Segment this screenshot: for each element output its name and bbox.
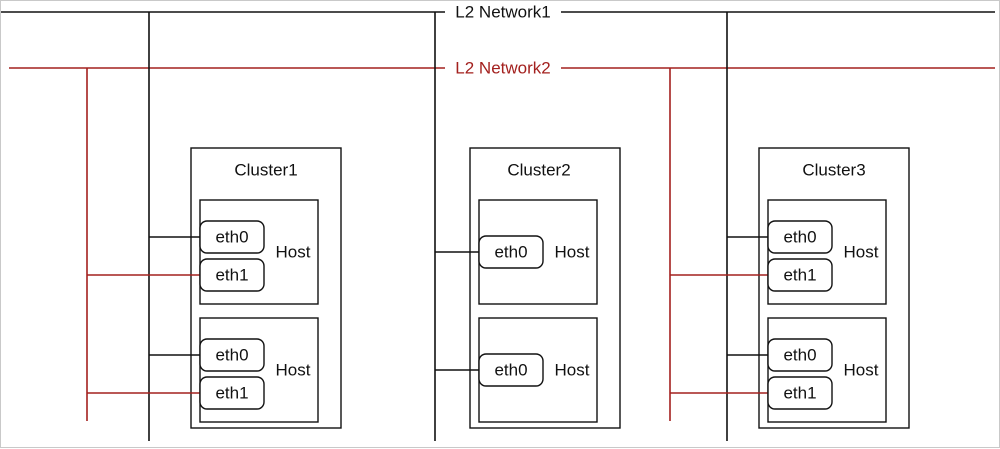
cluster-2-host-1-label: Host (555, 243, 590, 262)
cluster-2-host-1-eth0-nic (478, 235, 544, 269)
cluster-2-host-2-label: Host (555, 361, 590, 380)
cluster-2-host-2-eth0-label: eth0 (494, 361, 527, 380)
cluster-1-host-1-eth0-nic (199, 220, 265, 254)
cluster-2-host-2-eth0-nic (478, 353, 544, 387)
cluster-1-host-2-eth1-label: eth1 (215, 384, 248, 403)
cluster-3-label: Cluster3 (802, 161, 865, 180)
cluster-1-host-2-eth0-label: eth0 (215, 346, 248, 365)
cluster-1-host-1-eth0-label: eth0 (215, 228, 248, 247)
cluster-2-label: Cluster2 (507, 161, 570, 180)
cluster-1-host-2-label: Host (276, 361, 311, 380)
cluster-3-host-1-eth0-label: eth0 (783, 228, 816, 247)
cluster-1-host-2-eth0-nic (199, 338, 265, 372)
cluster-3-host-2-label: Host (844, 361, 879, 380)
cluster-3-host-1-eth1-label: eth1 (783, 266, 816, 285)
cluster-1-host-1-eth1-label: eth1 (215, 266, 248, 285)
cluster-3-host-2-eth0-label: eth0 (783, 346, 816, 365)
cluster-3-host-1-label: Host (844, 243, 879, 262)
cluster-1-host-2-eth1-nic (199, 376, 265, 410)
network-label-2: L2 Network2 (455, 59, 550, 78)
network-label-1: L2 Network1 (455, 3, 550, 22)
cluster-1-host-1-label: Host (276, 243, 311, 262)
cluster-2-host-1-eth0-label: eth0 (494, 243, 527, 262)
cluster-1-host-1-eth1-nic (199, 258, 265, 292)
cluster-3-host-2-eth1-nic (767, 376, 833, 410)
cluster-3-host-1-eth1-nic (767, 258, 833, 292)
cluster-3-host-2-eth1-label: eth1 (783, 384, 816, 403)
cluster-1-label: Cluster1 (234, 161, 297, 180)
cluster-3-host-1-eth0-nic (767, 220, 833, 254)
cluster-3-host-2-eth0-nic (767, 338, 833, 372)
